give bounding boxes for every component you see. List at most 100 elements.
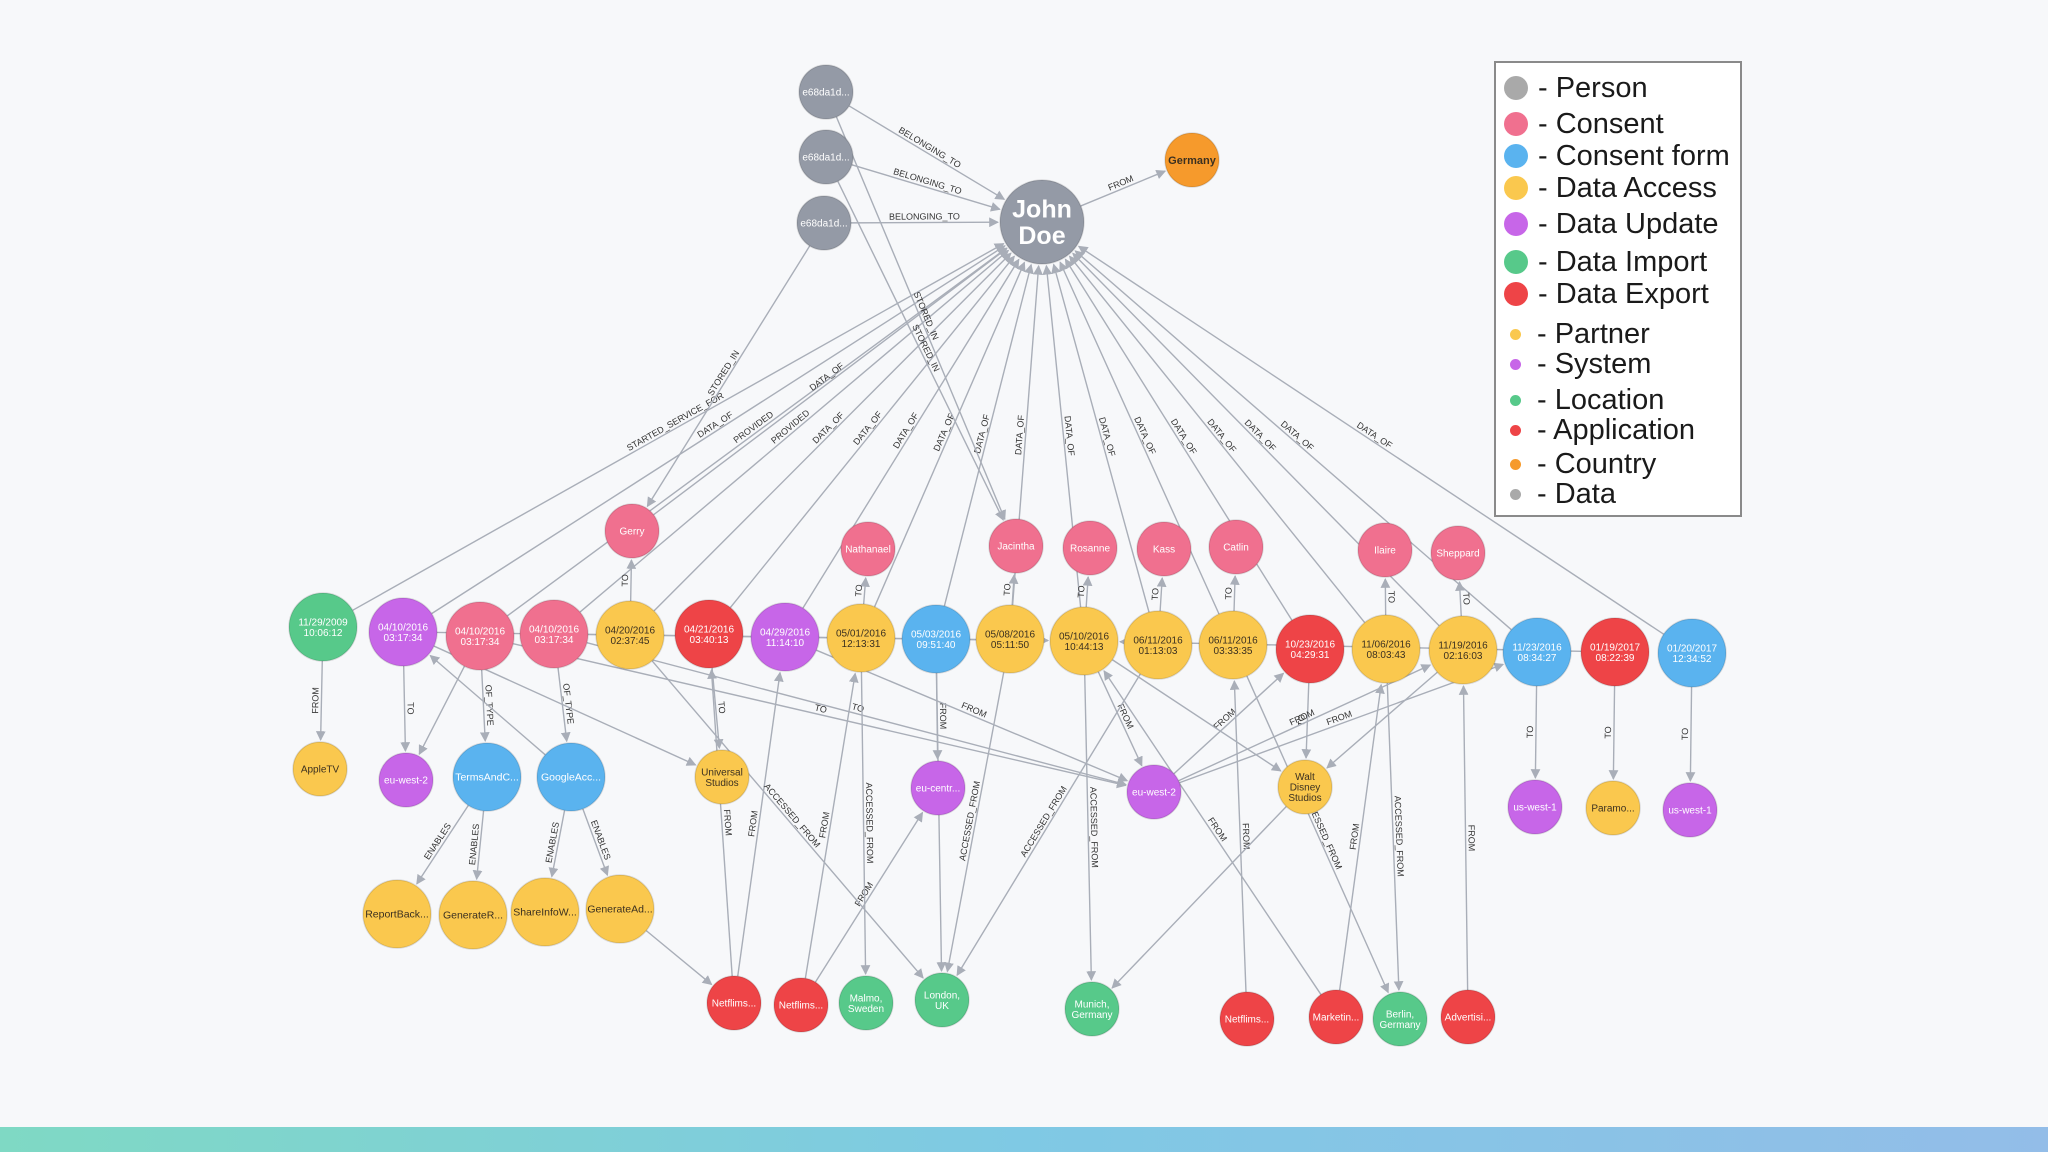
graph-node-d3[interactable]: e68da1d... [796, 195, 852, 251]
graph-edge[interactable]: FROM [707, 668, 734, 977]
graph-node-marketin[interactable]: Marketin... [1308, 989, 1364, 1045]
graph-node-usw1a[interactable]: us-west-1 [1507, 779, 1563, 835]
graph-node-jacintha[interactable]: Jacintha [988, 518, 1044, 574]
graph-node-usw1b[interactable]: us-west-1 [1662, 782, 1718, 838]
graph-edge[interactable]: ACCESSED_FROM [860, 671, 875, 975]
graph-node-kass[interactable]: Kass [1136, 521, 1192, 577]
graph-edge[interactable] [1111, 805, 1287, 989]
graph-edge[interactable]: FROM [737, 671, 784, 977]
graph-edge[interactable]: FROM [1458, 685, 1477, 991]
graph-edge[interactable] [429, 654, 546, 756]
graph-node-euw2b[interactable]: eu-west-2 [1126, 764, 1182, 820]
graph-node-berlin[interactable]: Berlin,Germany [1372, 991, 1428, 1047]
graph-node-rosanne[interactable]: Rosanne [1062, 520, 1118, 576]
graph-edge[interactable]: DATA_OF [653, 247, 1008, 516]
graph-edge[interactable]: BELONGING_TO [851, 164, 1001, 212]
graph-edge[interactable]: TO [1680, 686, 1696, 782]
graph-node-london[interactable]: London,UK [914, 972, 970, 1028]
graph-edge[interactable]: TO [512, 642, 1127, 789]
graph-node-advertisi[interactable]: Advertisi... [1440, 989, 1496, 1045]
graph-node-terms[interactable]: TermsAndC... [452, 742, 522, 812]
graph-edge[interactable]: FROM [1097, 671, 1143, 767]
graph-edge[interactable]: FROM [310, 660, 326, 741]
graph-edge[interactable]: FROM [1229, 679, 1252, 993]
graph-edge[interactable]: PROVIDED [506, 247, 1008, 617]
graph-node-google[interactable]: GoogleAcc... [536, 742, 606, 812]
graph-node-paramo[interactable]: Paramo... [1585, 780, 1641, 836]
graph-edge[interactable]: FROM [804, 672, 859, 979]
graph-edge[interactable]: OF_TYPE [479, 669, 496, 743]
graph-node-nathanael[interactable]: Nathanael [840, 521, 896, 577]
graph-node-generatead[interactable]: GenerateAd... [585, 874, 655, 944]
graph-edge[interactable]: TO [1002, 573, 1019, 606]
graph-edge[interactable]: TO [1380, 578, 1397, 616]
graph-node-ilaire[interactable]: Ilaire [1357, 522, 1413, 578]
graph-edge[interactable]: STORED_IN [837, 180, 1004, 521]
graph-edge[interactable]: TO [711, 667, 727, 750]
graph-node-malmo[interactable]: Malmo,Sweden [838, 975, 894, 1031]
graph-edge[interactable] [418, 665, 466, 756]
graph-edge[interactable]: ACCESSED_FROM [1246, 675, 1390, 994]
graph-node-d1[interactable]: e68da1d... [798, 64, 854, 120]
graph-edge[interactable]: ENABLES [467, 810, 485, 881]
graph-edge[interactable]: TO [1223, 575, 1240, 612]
graph-edge[interactable]: OF_TYPE [557, 667, 576, 743]
graph-node-eucentr[interactable]: eu-centr... [910, 760, 966, 816]
graph-node-euw2a[interactable]: eu-west-2 [378, 752, 434, 808]
graph-node-netflims1[interactable]: Netflims... [706, 975, 762, 1031]
graph-edge[interactable]: ENABLES [543, 810, 566, 878]
graph-node-generater[interactable]: GenerateR... [438, 880, 508, 950]
graph-edge[interactable]: BELONGING_TO [850, 211, 999, 228]
graph-edge[interactable]: STORED_IN [646, 245, 811, 508]
graph-node-munich[interactable]: Munich,Germany [1064, 981, 1120, 1037]
graph-edge[interactable]: TO [400, 665, 416, 752]
graph-edge[interactable]: ACCESSED_FROM [1386, 682, 1406, 992]
graph-edge[interactable]: TO [1296, 682, 1312, 759]
graph-edge[interactable]: TO [1076, 575, 1093, 608]
graph-edge[interactable]: TO [1603, 685, 1619, 780]
graph-node-netflims3[interactable]: Netflims... [1219, 991, 1275, 1047]
graph-edge[interactable]: ACCESSED_FROM [1084, 674, 1100, 981]
graph-node-gerry[interactable]: Gerry [604, 503, 660, 559]
graph-edge[interactable] [1326, 671, 1438, 769]
graph-edge[interactable]: TO [1455, 580, 1472, 617]
graph-edge[interactable]: ACCESSED_FROM [651, 660, 924, 979]
graph-node-d2[interactable]: e68da1d... [798, 129, 854, 185]
graph-edge[interactable]: FROM [1173, 672, 1285, 775]
graph-edge[interactable]: TO [1525, 685, 1541, 779]
graph-edge[interactable] [935, 672, 947, 972]
graph-edge[interactable]: TO [620, 559, 637, 602]
graph-edge[interactable] [645, 930, 713, 986]
graph-edge[interactable]: ENABLES [416, 805, 469, 885]
graph-node-sheppard[interactable]: Sheppard [1430, 525, 1486, 581]
graph-edge[interactable]: TO [853, 576, 870, 605]
graph-edge[interactable] [1111, 659, 1282, 772]
graph-edge[interactable]: TO [1150, 576, 1167, 612]
graph-node-netflims2[interactable]: Netflims... [773, 977, 829, 1033]
graph-node-reportback[interactable]: ReportBack... [362, 879, 432, 949]
graph-node-catlin[interactable]: Catlin [1208, 519, 1264, 575]
